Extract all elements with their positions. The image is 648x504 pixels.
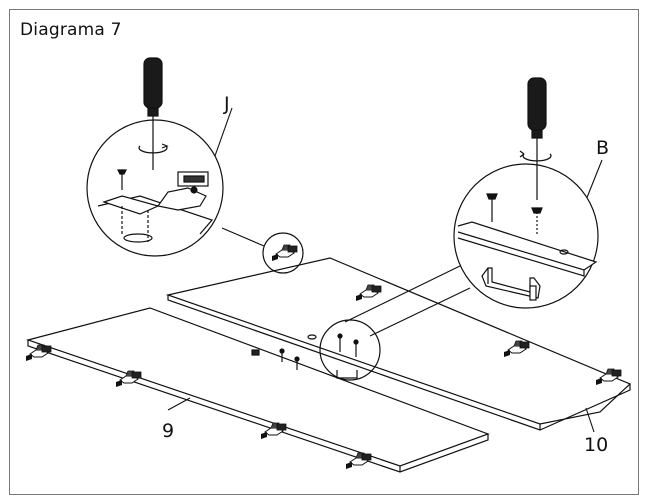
label-detail-j: J [224, 93, 230, 115]
detail-b [453, 77, 599, 309]
handle-screws [251, 333, 359, 370]
panel-10 [165, 257, 632, 431]
diagram-frame [9, 9, 639, 495]
label-panel-9: 9 [162, 420, 175, 442]
label-detail-b: B [596, 137, 610, 159]
detail-j [86, 57, 224, 257]
diagram-title: Diagrama 7 [20, 20, 122, 40]
label-panel-10: 10 [584, 434, 609, 456]
